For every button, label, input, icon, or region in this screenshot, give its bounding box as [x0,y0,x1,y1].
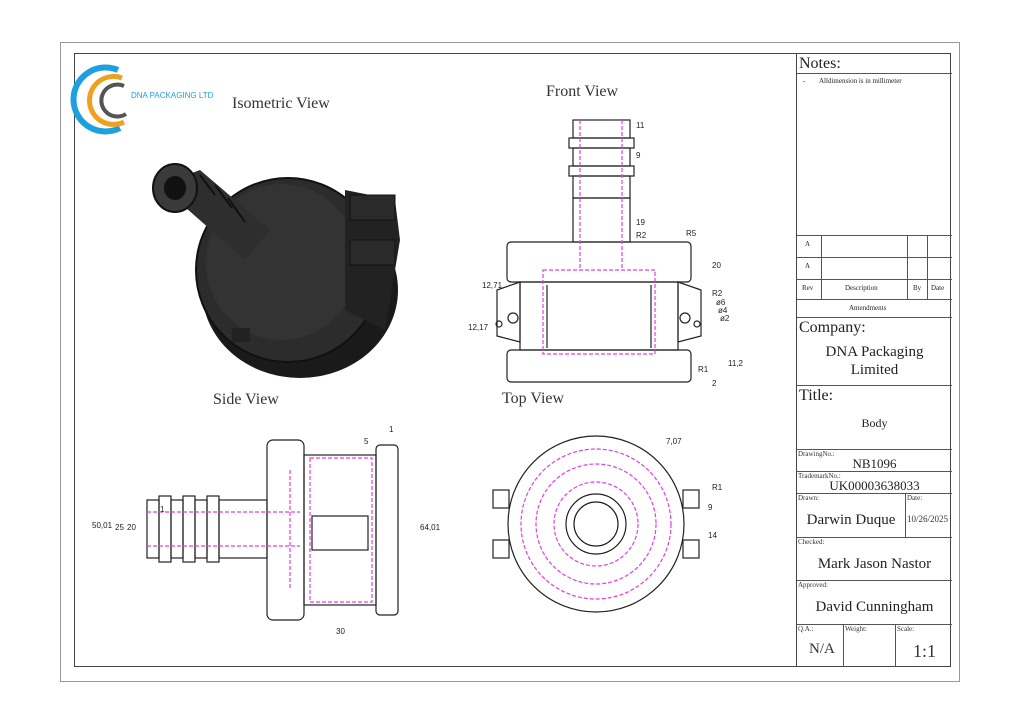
front-view-title: Front View [546,83,619,100]
title-section: Title: Body [797,386,952,450]
company-section: Company: DNA Packaging Limited [797,318,952,386]
dim-top-9: 9 [708,503,713,512]
approved-label: Approved: [798,581,828,589]
dim-side-1: 1 [389,425,394,434]
isometric-view-title: Isometric View [232,95,330,112]
drawn-by-value: Darwin Duque [806,512,896,528]
top-view-title: Top View [502,390,565,407]
checked-label: Checked: [798,538,825,546]
dim-front-2: 2 [712,379,717,388]
trademark-label: TrademarkNo.: [798,472,841,480]
sheet-border [60,42,960,682]
amendments-label-row: Amendments [797,300,952,318]
company-logo: DNA PACKAGING LTD [70,64,214,135]
dim-side-20: 20 [127,523,136,532]
amend-header: Rev Description By Date [797,280,952,300]
title-block: Notes: - Alldimension is in millimeter A… [796,53,952,667]
amend-row-2: A [797,258,952,280]
company-name-line1: DNA Packaging [825,344,924,360]
dim-top-14: 14 [708,531,717,540]
dim-front-d4: ø4 [718,306,728,315]
notes-label: Notes: [799,55,841,72]
dim-top-r1: R1 [712,483,723,492]
date-label: Date: [907,494,923,502]
drawn-label: Drawn: [798,494,819,502]
dim-front-9: 9 [636,151,641,160]
checked-section: Checked: Mark Jason Nastor [797,538,952,581]
qa-value: N/A [809,641,835,657]
dim-front-r5: R5 [686,229,697,238]
date-value: 10/26/2025 [907,514,949,524]
dim-front-d2: ø2 [720,314,730,323]
drawn-section: Drawn: Darwin Duque Date: 10/26/2025 [797,494,952,538]
dim-front-d6: ø6 [716,298,726,307]
side-view [146,439,399,621]
notes-section: Notes: - Alldimension is in millimeter [797,53,952,236]
dim-side-50-01: 50,01 [92,521,113,530]
company-label: Company: [799,319,866,336]
dim-side-5: 5 [364,437,369,446]
front-view-dimensions: 11 9 19 R2 R5 20 12,71 12,17 R2 ø6 ø4 ø2… [468,121,744,388]
isometric-render [152,163,400,378]
dim-top-7-07: 7,07 [666,437,682,446]
company-name-line2: Limited [850,362,899,378]
dim-front-12-71: 12,71 [482,281,503,290]
dim-front-11-2: 11,2 [728,359,744,368]
front-view [495,119,702,383]
dim-side-30: 30 [336,627,345,636]
dim-front-12-17: 12,17 [468,323,489,332]
note-bullet: - [803,77,806,85]
dim-front-11: 11 [636,121,645,130]
trademark-value: UK00003638033 [829,478,920,493]
top-view [492,435,700,613]
checked-by-value: Mark Jason Nastor [817,556,932,572]
drawing-area: DNA PACKAGING LTD Isometric View Front V… [70,64,744,636]
dim-side-64-01: 64,01 [420,523,441,532]
dim-front-r1: R1 [698,365,709,374]
weight-label: Weight: [845,625,867,633]
approved-section: Approved: David Cunningham [797,581,952,625]
side-view-dimensions: 1 5 1 50,01 25 20 64,01 30 [92,425,441,636]
dim-front-r2: R2 [636,231,647,240]
title-label: Title: [799,387,834,404]
note-text: Alldimension is in millimeter [819,77,902,85]
side-view-title: Side View [213,391,279,408]
qa-label: Q.A.: [798,625,814,633]
top-view-dimensions: 7,07 R1 9 14 [666,437,723,540]
dim-side-25: 25 [115,523,124,532]
dim-front-r2b: R2 [712,289,723,298]
approved-by-value: David Cunningham [815,599,934,615]
logo-text: DNA PACKAGING LTD [131,91,214,100]
trademark-section: TrademarkNo.: UK00003638033 [797,472,952,494]
drawing-frame [74,53,951,667]
drawing-no-value: NB1096 [852,456,897,471]
dim-front-20: 20 [712,261,721,270]
title-value: Body [861,416,888,430]
drawing-no-section: DrawingNo.: NB1096 [797,450,952,472]
scale-label: Scale: [897,625,915,633]
qa-section: Q.A.: N/A Weight: Scale: 1:1 [797,625,952,667]
dim-front-19: 19 [636,218,645,227]
dim-side-1b: 1 [160,505,165,514]
drawing-no-label: DrawingNo.: [798,450,835,458]
amend-row-1: A [797,236,952,258]
scale-value: 1:1 [913,641,937,661]
